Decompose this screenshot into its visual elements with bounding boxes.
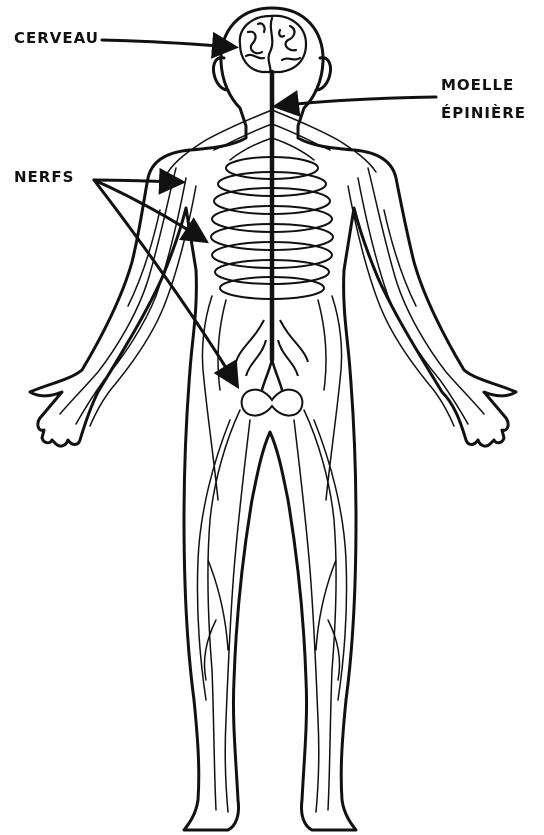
brain: [240, 16, 306, 72]
label-spinal-cord-line2: épinière: [441, 104, 526, 123]
nerfs-pointer-arm: [94, 180, 180, 182]
label-brain: Cerveau: [14, 29, 99, 48]
label-nerves: Nerfs: [14, 168, 74, 187]
label-spinal-cord-line1: Moelle: [441, 76, 514, 95]
cerveau-pointer: [102, 40, 233, 47]
